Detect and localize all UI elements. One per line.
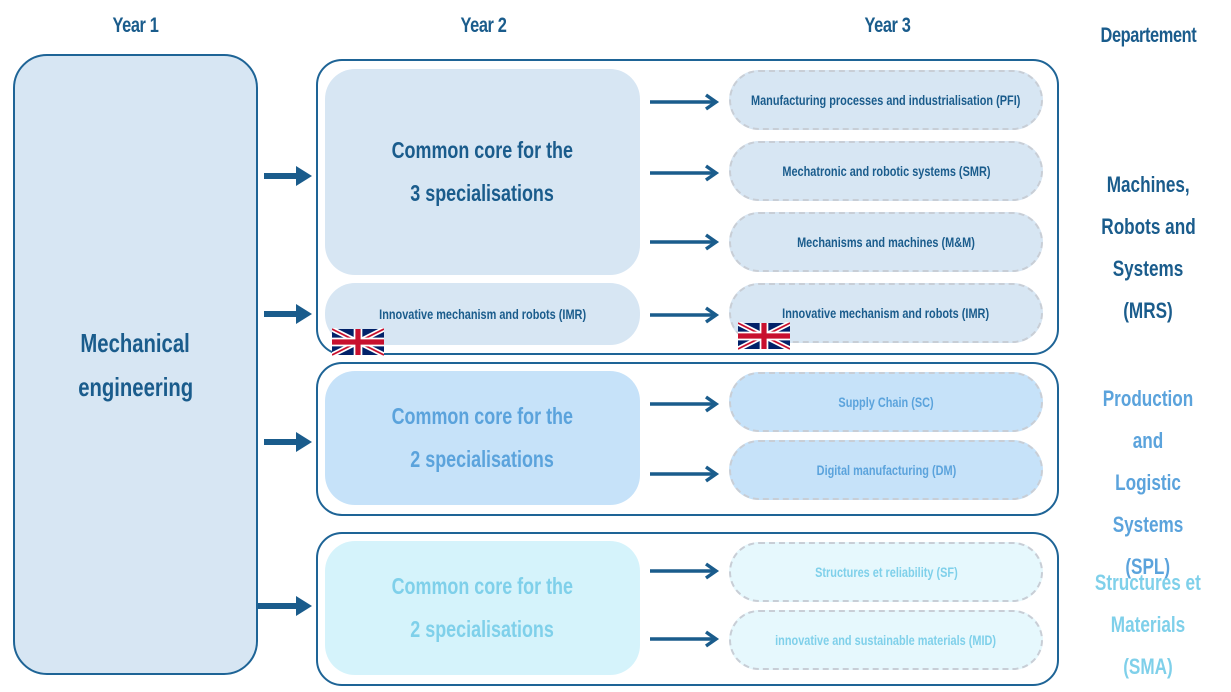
- arrow-year1-to-mrs-imr: [264, 304, 312, 324]
- uk-flag-icon: [738, 322, 790, 350]
- dept-mrs-line3: Systems (MRS): [1112, 256, 1184, 323]
- department-mrs: Machines, Robots and Systems (MRS): [1068, 164, 1228, 332]
- arrow-year1-to-spl: [264, 432, 312, 452]
- uk-flag-icon: [332, 328, 384, 356]
- header-year-1: Year 1: [112, 14, 158, 37]
- spec-mm-label: Mechanisms and machines (M&M): [797, 234, 975, 250]
- year1-label-line1: Mechanical: [80, 327, 191, 358]
- arrow-to-mid: [650, 630, 720, 648]
- mrs-year2-imr-label: Innovative mechanism and robots (IMR): [379, 306, 586, 322]
- dept-sma-line1: Structures et: [1095, 570, 1201, 595]
- spl-common-core: Common core for the 2 specialisations: [325, 371, 640, 505]
- dept-mrs-line1: Machines,: [1106, 172, 1190, 197]
- spec-pfi-label: Manufacturing processes and industrialis…: [751, 92, 1021, 108]
- arrow-year1-to-sma: [258, 596, 312, 616]
- spec-sc-label: Supply Chain (SC): [838, 394, 934, 410]
- header-year-2: Year 2: [460, 14, 506, 37]
- arrow-to-mm: [650, 233, 720, 251]
- header-year-3: Year 3: [864, 14, 910, 37]
- arrow-to-sc: [650, 395, 720, 413]
- spec-mm: Mechanisms and machines (M&M): [729, 212, 1043, 272]
- arrow-to-smr: [650, 164, 720, 182]
- mrs-core-line1: Common core for the: [391, 137, 574, 163]
- dept-mrs-line2: Robots and: [1100, 214, 1196, 239]
- dept-sma-line2: Materials (SMA): [1110, 612, 1186, 679]
- spec-smr: Mechatronic and robotic systems (SMR): [729, 141, 1043, 201]
- header-department: Departement: [1100, 24, 1196, 47]
- sma-common-core: Common core for the 2 specialisations: [325, 541, 640, 675]
- dept-spl-line3: (SPL): [1125, 554, 1171, 579]
- spec-sc: Supply Chain (SC): [729, 372, 1043, 432]
- arrow-to-dm: [650, 465, 720, 483]
- arrow-to-imr: [650, 306, 720, 324]
- spec-imr: Innovative mechanism and robots (IMR): [729, 283, 1043, 343]
- spl-core-line1: Common core for the: [391, 403, 574, 429]
- spec-smr-label: Mechatronic and robotic systems (SMR): [781, 163, 991, 179]
- spec-dm-label: Digital manufacturing (DM): [816, 462, 956, 478]
- arrow-to-sf: [650, 562, 720, 580]
- sma-core-line1: Common core for the: [391, 573, 574, 599]
- spl-core-line2: 2 specialisations: [410, 446, 555, 472]
- department-spl: Production and Logistic Systems (SPL): [1068, 378, 1228, 588]
- spec-sf: Structures et reliability (SF): [729, 542, 1043, 602]
- spec-sf-label: Structures et reliability (SF): [814, 564, 958, 580]
- year1-mechanical-engineering-box: Mechanical engineering: [13, 54, 258, 675]
- spec-pfi: Manufacturing processes and industrialis…: [729, 70, 1043, 130]
- dept-spl-line1: Production and: [1102, 386, 1194, 453]
- year1-label-line2: engineering: [78, 371, 193, 402]
- spec-mid-label: innovative and sustainable materials (MI…: [775, 632, 997, 648]
- sma-core-line2: 2 specialisations: [410, 616, 555, 642]
- mrs-common-core: Common core for the 3 specialisations: [325, 69, 640, 275]
- spec-mid: innovative and sustainable materials (MI…: [729, 610, 1043, 670]
- mrs-core-line2: 3 specialisations: [410, 180, 555, 206]
- arrow-to-pfi: [650, 93, 720, 111]
- dept-spl-line2: Logistic Systems: [1112, 470, 1184, 537]
- spec-imr-label: Innovative mechanism and robots (IMR): [782, 305, 990, 321]
- department-sma: Structures et Materials (SMA): [1068, 562, 1228, 688]
- arrow-year1-to-mrs-core: [264, 166, 312, 186]
- spec-dm: Digital manufacturing (DM): [729, 440, 1043, 500]
